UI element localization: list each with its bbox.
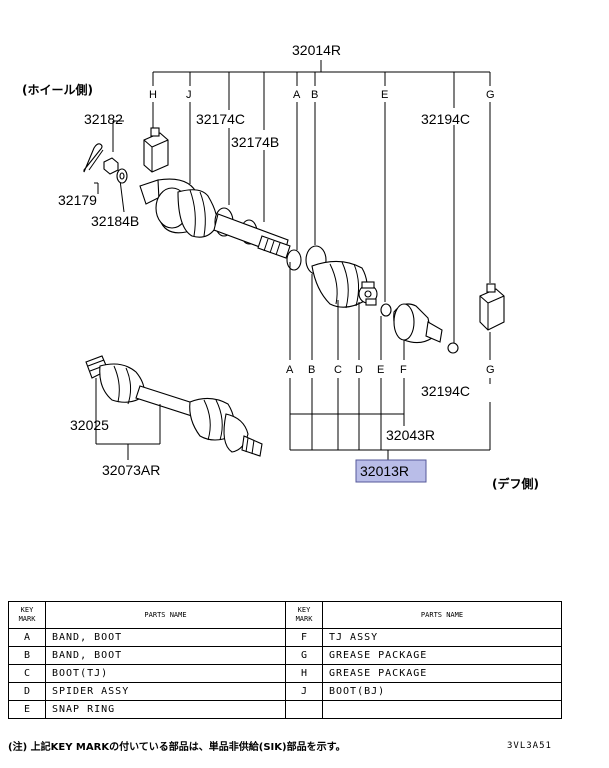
parts-name-header: PARTS NAME: [45, 601, 286, 629]
grease-package-h: [143, 127, 169, 173]
grease-package-g: [479, 283, 505, 331]
key-e-top: E: [381, 89, 388, 101]
highlight-32013r[interactable]: [355, 459, 427, 483]
lower-bracket: A B C D E F G 32194C 32043R 32013R: [286, 262, 495, 483]
table-header-row: KEY MARK PARTS NAME KEY MARK PARTS NAME: [8, 601, 562, 629]
key-g-bottom: G: [486, 364, 495, 376]
name-cell: GREASE PACKAGE: [322, 646, 562, 665]
figure-code: 3VL3A51: [507, 741, 552, 751]
key-e-bottom: E: [377, 364, 384, 376]
key-h-top: H: [149, 89, 157, 101]
name-cell: TJ ASSY: [322, 628, 562, 647]
key-mark-header: KEY MARK: [285, 601, 323, 629]
lower-driveshaft-drawing: [85, 355, 263, 457]
name-cell: BAND, BOOT: [45, 646, 286, 665]
spider-assy: [358, 281, 378, 306]
label-32174c[interactable]: 32174C: [196, 111, 245, 127]
key-cell: A: [8, 628, 46, 647]
wheel-side-label: (ホイール側): [22, 82, 93, 97]
key-cell: C: [8, 664, 46, 683]
key-g-top: G: [486, 89, 495, 101]
key-j-top: J: [186, 89, 192, 101]
nut-32182: [103, 157, 119, 175]
label-32013r[interactable]: 32013R: [360, 463, 409, 479]
key-cell: B: [8, 646, 46, 665]
key-d-bottom: D: [355, 364, 363, 376]
label-32182[interactable]: 32182: [84, 111, 123, 127]
table-row: C BOOT(TJ) H GREASE PACKAGE: [8, 664, 562, 683]
key-cell: E: [8, 700, 46, 719]
name-cell: GREASE PACKAGE: [322, 664, 562, 683]
parts-diagram: 32014R H J A B E G (ホイール側) 32182 32174C …: [22, 42, 539, 491]
key-cell: G: [285, 646, 323, 665]
key-mark-header: KEY MARK: [8, 601, 46, 629]
label-32043r[interactable]: 32043R: [386, 427, 435, 443]
key-b-top: B: [311, 89, 318, 101]
label-32025[interactable]: 32025: [70, 417, 109, 433]
upper-driveshaft-drawing: [83, 127, 505, 354]
table-row: B BAND, BOOT G GREASE PACKAGE: [8, 646, 562, 665]
key-cell: [285, 700, 323, 719]
label-32184b[interactable]: 32184B: [91, 213, 139, 229]
name-cell: SPIDER ASSY: [45, 682, 286, 701]
label-32194c-top[interactable]: 32194C: [421, 111, 470, 127]
table-row: A BAND, BOOT F TJ ASSY: [8, 628, 562, 647]
name-cell: BOOT(BJ): [322, 682, 562, 701]
key-cell: F: [285, 628, 323, 647]
key-f-bottom: F: [400, 364, 407, 376]
name-cell: BAND, BOOT: [45, 628, 286, 647]
parts-key-table: KEY MARK PARTS NAME KEY MARK PARTS NAME …: [8, 601, 562, 719]
key-c-bottom: C: [334, 364, 342, 376]
footnote: (注) 上記KEY MARKの付いている部品は、単品非供給(SIK)部品を示す。: [8, 742, 346, 753]
name-cell: BOOT(TJ): [45, 664, 286, 683]
name-cell: SNAP RING: [45, 700, 286, 719]
key-cell: J: [285, 682, 323, 701]
key-a-top: A: [293, 89, 301, 101]
diff-side-label: (デフ側): [492, 476, 539, 491]
table-row: E SNAP RING: [8, 700, 562, 719]
name-cell: [322, 700, 562, 719]
split-pin-32179: [83, 143, 104, 173]
label-32014r[interactable]: 32014R: [292, 42, 341, 58]
key-b-bottom: B: [308, 364, 315, 376]
key-cell: D: [8, 682, 46, 701]
o-ring-32194c: [447, 342, 459, 354]
label-32073ar[interactable]: 32073AR: [102, 462, 160, 478]
label-32179[interactable]: 32179: [58, 192, 97, 208]
bracket-32014r: 32014R: [152, 42, 491, 130]
label-32174b[interactable]: 32174B: [231, 134, 279, 150]
key-a-bottom: A: [286, 364, 294, 376]
key-cell: H: [285, 664, 323, 683]
table-row: D SPIDER ASSY J BOOT(BJ): [8, 682, 562, 701]
parts-name-header: PARTS NAME: [322, 601, 562, 629]
label-32194c-bottom[interactable]: 32194C: [421, 383, 470, 399]
